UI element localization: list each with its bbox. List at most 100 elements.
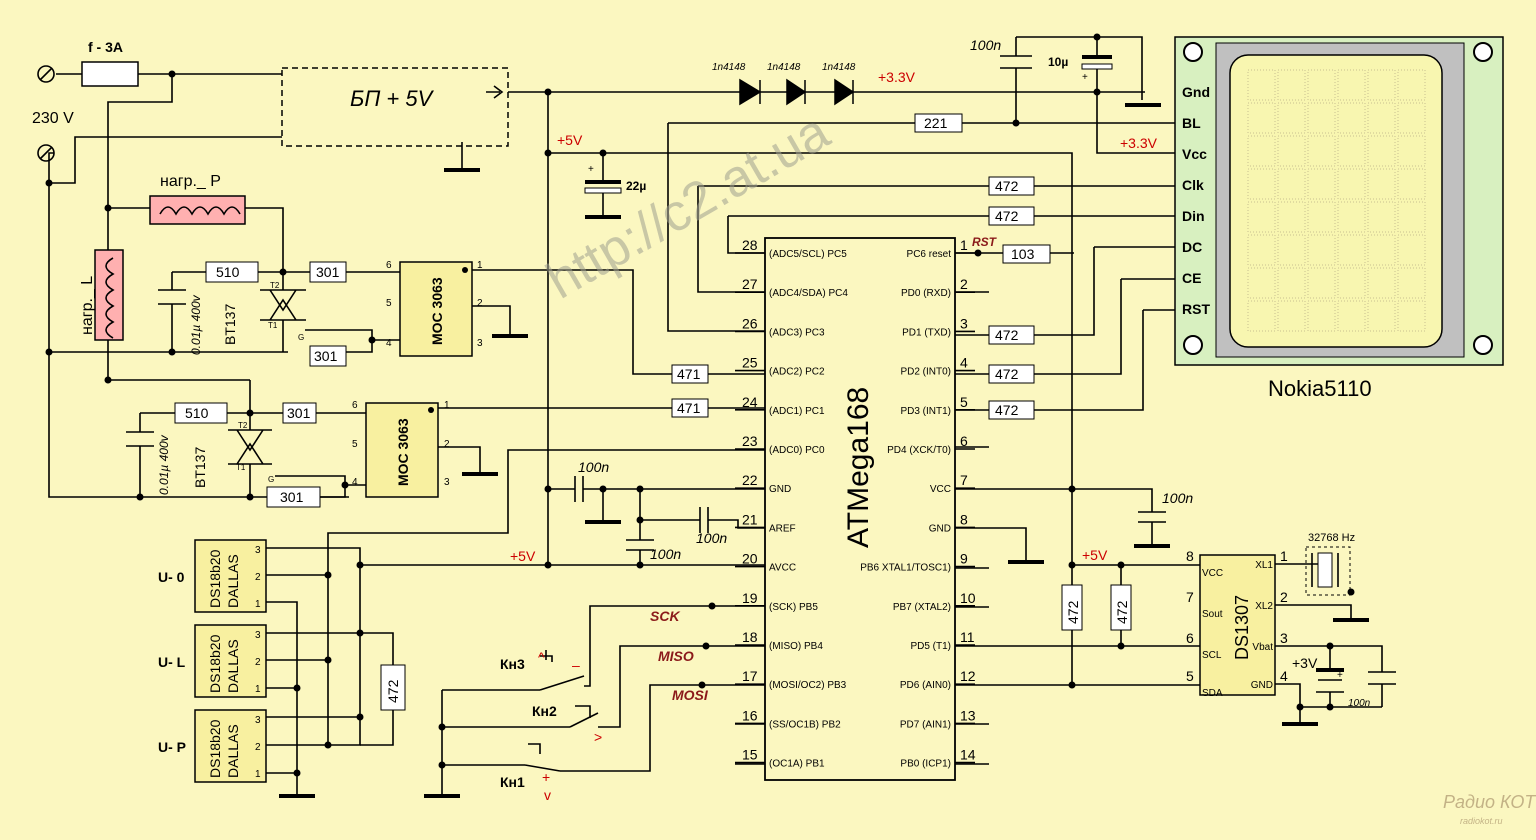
mcu-pin-number: 12 <box>960 668 976 684</box>
mcu-pin-number: 6 <box>960 433 968 449</box>
svg-text:U- L: U- L <box>158 654 186 670</box>
svg-text:MOC 3063: MOC 3063 <box>429 277 445 345</box>
svg-text:4: 4 <box>386 338 392 349</box>
rtc-pin-number: 2 <box>1280 589 1288 605</box>
heater-l: нагр._ L <box>79 249 124 341</box>
rtc-pin-number: 1 <box>1280 548 1288 564</box>
diode-3: 1n4148 <box>822 62 856 106</box>
mcu-pin-label: (ADC0) PC0 <box>769 445 825 456</box>
fuse-label: f - 3A <box>88 39 123 55</box>
mcu-pin-number: 23 <box>742 433 758 449</box>
svg-text:1n4148: 1n4148 <box>712 62 746 73</box>
diode-1: 1n4148 <box>712 62 762 106</box>
button-kn3[interactable]: Кн3 ^ – <box>500 649 585 691</box>
svg-text:1n4148: 1n4148 <box>767 62 801 73</box>
diodes: 1n4148 1n4148 1n4148 +3.3V <box>712 62 916 106</box>
svg-text:+3.3V: +3.3V <box>1120 135 1158 151</box>
svg-text:471: 471 <box>677 366 701 382</box>
lcd-pin-label: Gnd <box>1182 84 1210 100</box>
rtc-pin-label: SCL <box>1202 650 1222 661</box>
svg-text:T1: T1 <box>268 321 278 330</box>
junctions <box>45 33 1355 777</box>
svg-text:0.01µ 400v: 0.01µ 400v <box>189 294 203 355</box>
svg-text:221: 221 <box>924 115 948 131</box>
mcu-pin-label: PB6 XTAL1/TOSC1) <box>860 563 951 574</box>
mcu-pin-number: 19 <box>742 590 758 606</box>
svg-text:1: 1 <box>477 260 483 271</box>
svg-text:+5V: +5V <box>510 548 536 564</box>
lcd-name: Nokia5110 <box>1268 376 1372 401</box>
mcu-pin-number: 20 <box>742 551 758 567</box>
svg-text:5: 5 <box>386 298 392 309</box>
fuse-icon <box>81 61 139 87</box>
rtc-pin-label: GND <box>1251 680 1273 691</box>
mcu-pin-label: (MOSI/OC2) PB3 <box>769 680 847 691</box>
svg-text:472: 472 <box>1114 600 1130 624</box>
heater-p-label: нагр._ P <box>160 173 221 190</box>
diode-2: 1n4148 <box>767 62 807 106</box>
svg-text:100n: 100n <box>696 530 727 546</box>
svg-text:301: 301 <box>280 489 304 505</box>
rtc-pin-number: 4 <box>1280 668 1288 684</box>
svg-text:DS1307: DS1307 <box>1232 595 1252 660</box>
mains-label: 230 V <box>32 110 74 127</box>
svg-text:2: 2 <box>255 657 261 668</box>
button-kn2[interactable]: Кн2 > <box>532 703 602 745</box>
mcu-pin-number: 21 <box>742 511 758 527</box>
lcd-pin-label: Clk <box>1182 177 1204 193</box>
mcu-pin-number: 28 <box>742 237 758 253</box>
rtc-pin-label: SDA <box>1202 688 1223 699</box>
svg-text:+: + <box>1082 72 1088 83</box>
rtc-pin-number: 6 <box>1186 630 1194 646</box>
svg-text:301: 301 <box>314 348 338 364</box>
rtc-pin-number: 7 <box>1186 589 1194 605</box>
svg-text:100n: 100n <box>1348 698 1371 709</box>
mcu-pin-number: 27 <box>742 276 758 292</box>
svg-text:+: + <box>542 769 550 785</box>
mcu-pin-label: (MISO) PB4 <box>769 641 823 652</box>
mcu-pin-number: 16 <box>742 707 758 723</box>
mcu-pin-label: PD7 (AIN1) <box>900 719 951 730</box>
mcu-pin-label: (SS/OC1B) PB2 <box>769 719 841 730</box>
rtc-pin-number: 8 <box>1186 548 1194 564</box>
mcu-decoupling: 100n 100n 100n 100n <box>574 459 1193 562</box>
mcu-pin-number: 24 <box>742 394 758 410</box>
mcu-pin-number: 14 <box>960 747 976 763</box>
svg-text:100n: 100n <box>1162 490 1193 506</box>
svg-text:DS18b20: DS18b20 <box>207 549 223 608</box>
svg-text:+5V: +5V <box>1082 547 1108 563</box>
svg-text:2: 2 <box>255 742 261 753</box>
svg-text:DALLAS: DALLAS <box>225 724 241 778</box>
mcu-pin-label: AVCC <box>769 563 796 574</box>
triac-channel-2: 0.01µ 400v 510 301 301 BT137 T2 T1 G MOC… <box>126 400 450 508</box>
mcu-pin-number: 17 <box>742 668 758 684</box>
button-kn1[interactable]: Кн1 + v <box>500 743 561 803</box>
mcu-pin-number: 2 <box>960 276 968 292</box>
rtc-pin-label: Vbat <box>1252 642 1273 653</box>
mcu-pin-number: 15 <box>742 747 758 763</box>
svg-text:301: 301 <box>316 264 340 280</box>
svg-text:T2: T2 <box>238 421 248 430</box>
svg-text:1: 1 <box>255 769 261 780</box>
mcu-pin-label: PD1 (TXD) <box>902 327 951 338</box>
mcu-pin-label: GND <box>769 484 791 495</box>
pc-resistors: 471 471 <box>671 364 709 418</box>
mains-input: 230 V <box>32 65 74 162</box>
svg-text:DS18b20: DS18b20 <box>207 719 223 778</box>
svg-text:RST: RST <box>972 235 998 249</box>
mcu-pin-number: 22 <box>742 472 758 488</box>
svg-text:3: 3 <box>477 338 483 349</box>
mains-terminal-icon <box>37 144 55 162</box>
mcu-pin-label: PC6 reset <box>907 249 952 260</box>
mcu-pin-number: 5 <box>960 394 968 410</box>
svg-text:6: 6 <box>386 260 392 271</box>
svg-text:472: 472 <box>995 178 1019 194</box>
svg-text:G: G <box>268 475 274 484</box>
svg-text:SCK: SCK <box>650 608 680 624</box>
mcu-pin-label: PD3 (INT1) <box>900 406 951 417</box>
svg-text:MOC 3063: MOC 3063 <box>395 418 411 486</box>
svg-text:radiokot.ru: radiokot.ru <box>1460 816 1503 826</box>
ground-symbols <box>279 103 1369 798</box>
mcu-pin-label: AREF <box>769 523 796 534</box>
